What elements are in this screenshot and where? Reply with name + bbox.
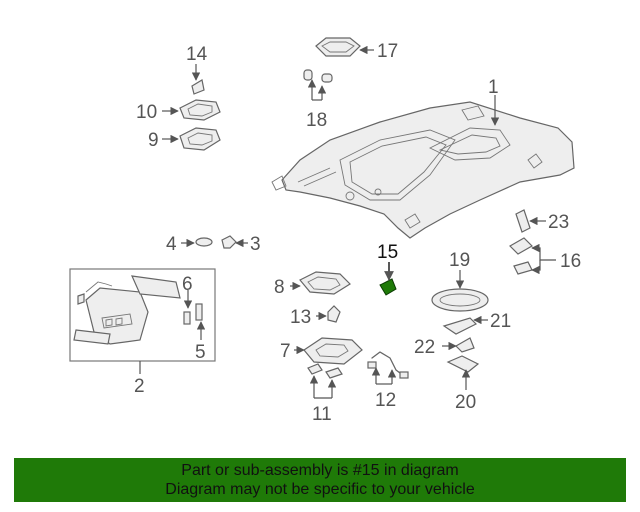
part-23-bracket[interactable] xyxy=(515,209,531,233)
part-10-bezel[interactable] xyxy=(179,99,221,121)
callout-7: 7 xyxy=(280,341,291,362)
callout-14: 14 xyxy=(186,44,208,65)
headliner-parts-diagram: 1 17 18 14 10 9 4 3 xyxy=(69,37,581,425)
part-1-headliner[interactable] xyxy=(271,101,575,239)
callout-20: 20 xyxy=(455,392,476,413)
callout-23: 23 xyxy=(548,212,569,233)
part-19-trim[interactable] xyxy=(431,288,489,312)
part-20-cover[interactable] xyxy=(446,355,480,373)
part-3-visor-bracket[interactable] xyxy=(221,235,237,249)
callout-17: 17 xyxy=(377,41,398,62)
part-21-trim-piece[interactable] xyxy=(442,317,478,335)
callout-2: 2 xyxy=(134,376,145,397)
part-22-cover[interactable] xyxy=(455,337,475,353)
callout-6: 6 xyxy=(182,274,193,295)
part-18-bulbs[interactable] xyxy=(303,69,333,83)
callout-19: 19 xyxy=(449,250,470,271)
part-7-console[interactable] xyxy=(303,337,363,365)
part-4-visor-clip[interactable] xyxy=(195,237,213,247)
banner-line-disclaimer: Diagram may not be specific to your vehi… xyxy=(165,481,475,498)
part-2-sun-visor-assembly[interactable] xyxy=(69,268,216,362)
callout-22: 22 xyxy=(414,337,435,358)
callout-8: 8 xyxy=(274,277,285,298)
callout-1: 1 xyxy=(488,77,499,98)
callout-10: 10 xyxy=(136,102,157,123)
callout-15: 15 xyxy=(377,242,398,263)
callout-18: 18 xyxy=(306,110,327,131)
callout-21: 21 xyxy=(490,311,511,332)
part-17-lamp-lens[interactable] xyxy=(315,37,361,57)
callout-3: 3 xyxy=(250,234,261,255)
part-8-lens[interactable] xyxy=(299,271,351,295)
part-12-harness[interactable] xyxy=(367,351,409,379)
callout-12: 12 xyxy=(375,390,396,411)
callout-16: 16 xyxy=(560,251,581,272)
callout-13: 13 xyxy=(290,307,311,328)
callout-11: 11 xyxy=(312,404,332,425)
part-15-highlighted[interactable] xyxy=(379,278,397,296)
part-11-lenses[interactable] xyxy=(307,363,343,379)
part-14-clip[interactable] xyxy=(191,79,205,95)
callout-5: 5 xyxy=(195,342,206,363)
info-banner: Part or sub-assembly is #15 in diagram D… xyxy=(14,458,626,502)
part-9-housing[interactable] xyxy=(179,127,221,151)
part-16-brackets[interactable] xyxy=(509,237,533,275)
banner-line-part-info: Part or sub-assembly is #15 in diagram xyxy=(181,462,459,479)
callout-9: 9 xyxy=(148,130,159,151)
callout-4: 4 xyxy=(166,234,177,255)
part-13-bulb[interactable] xyxy=(327,305,341,323)
